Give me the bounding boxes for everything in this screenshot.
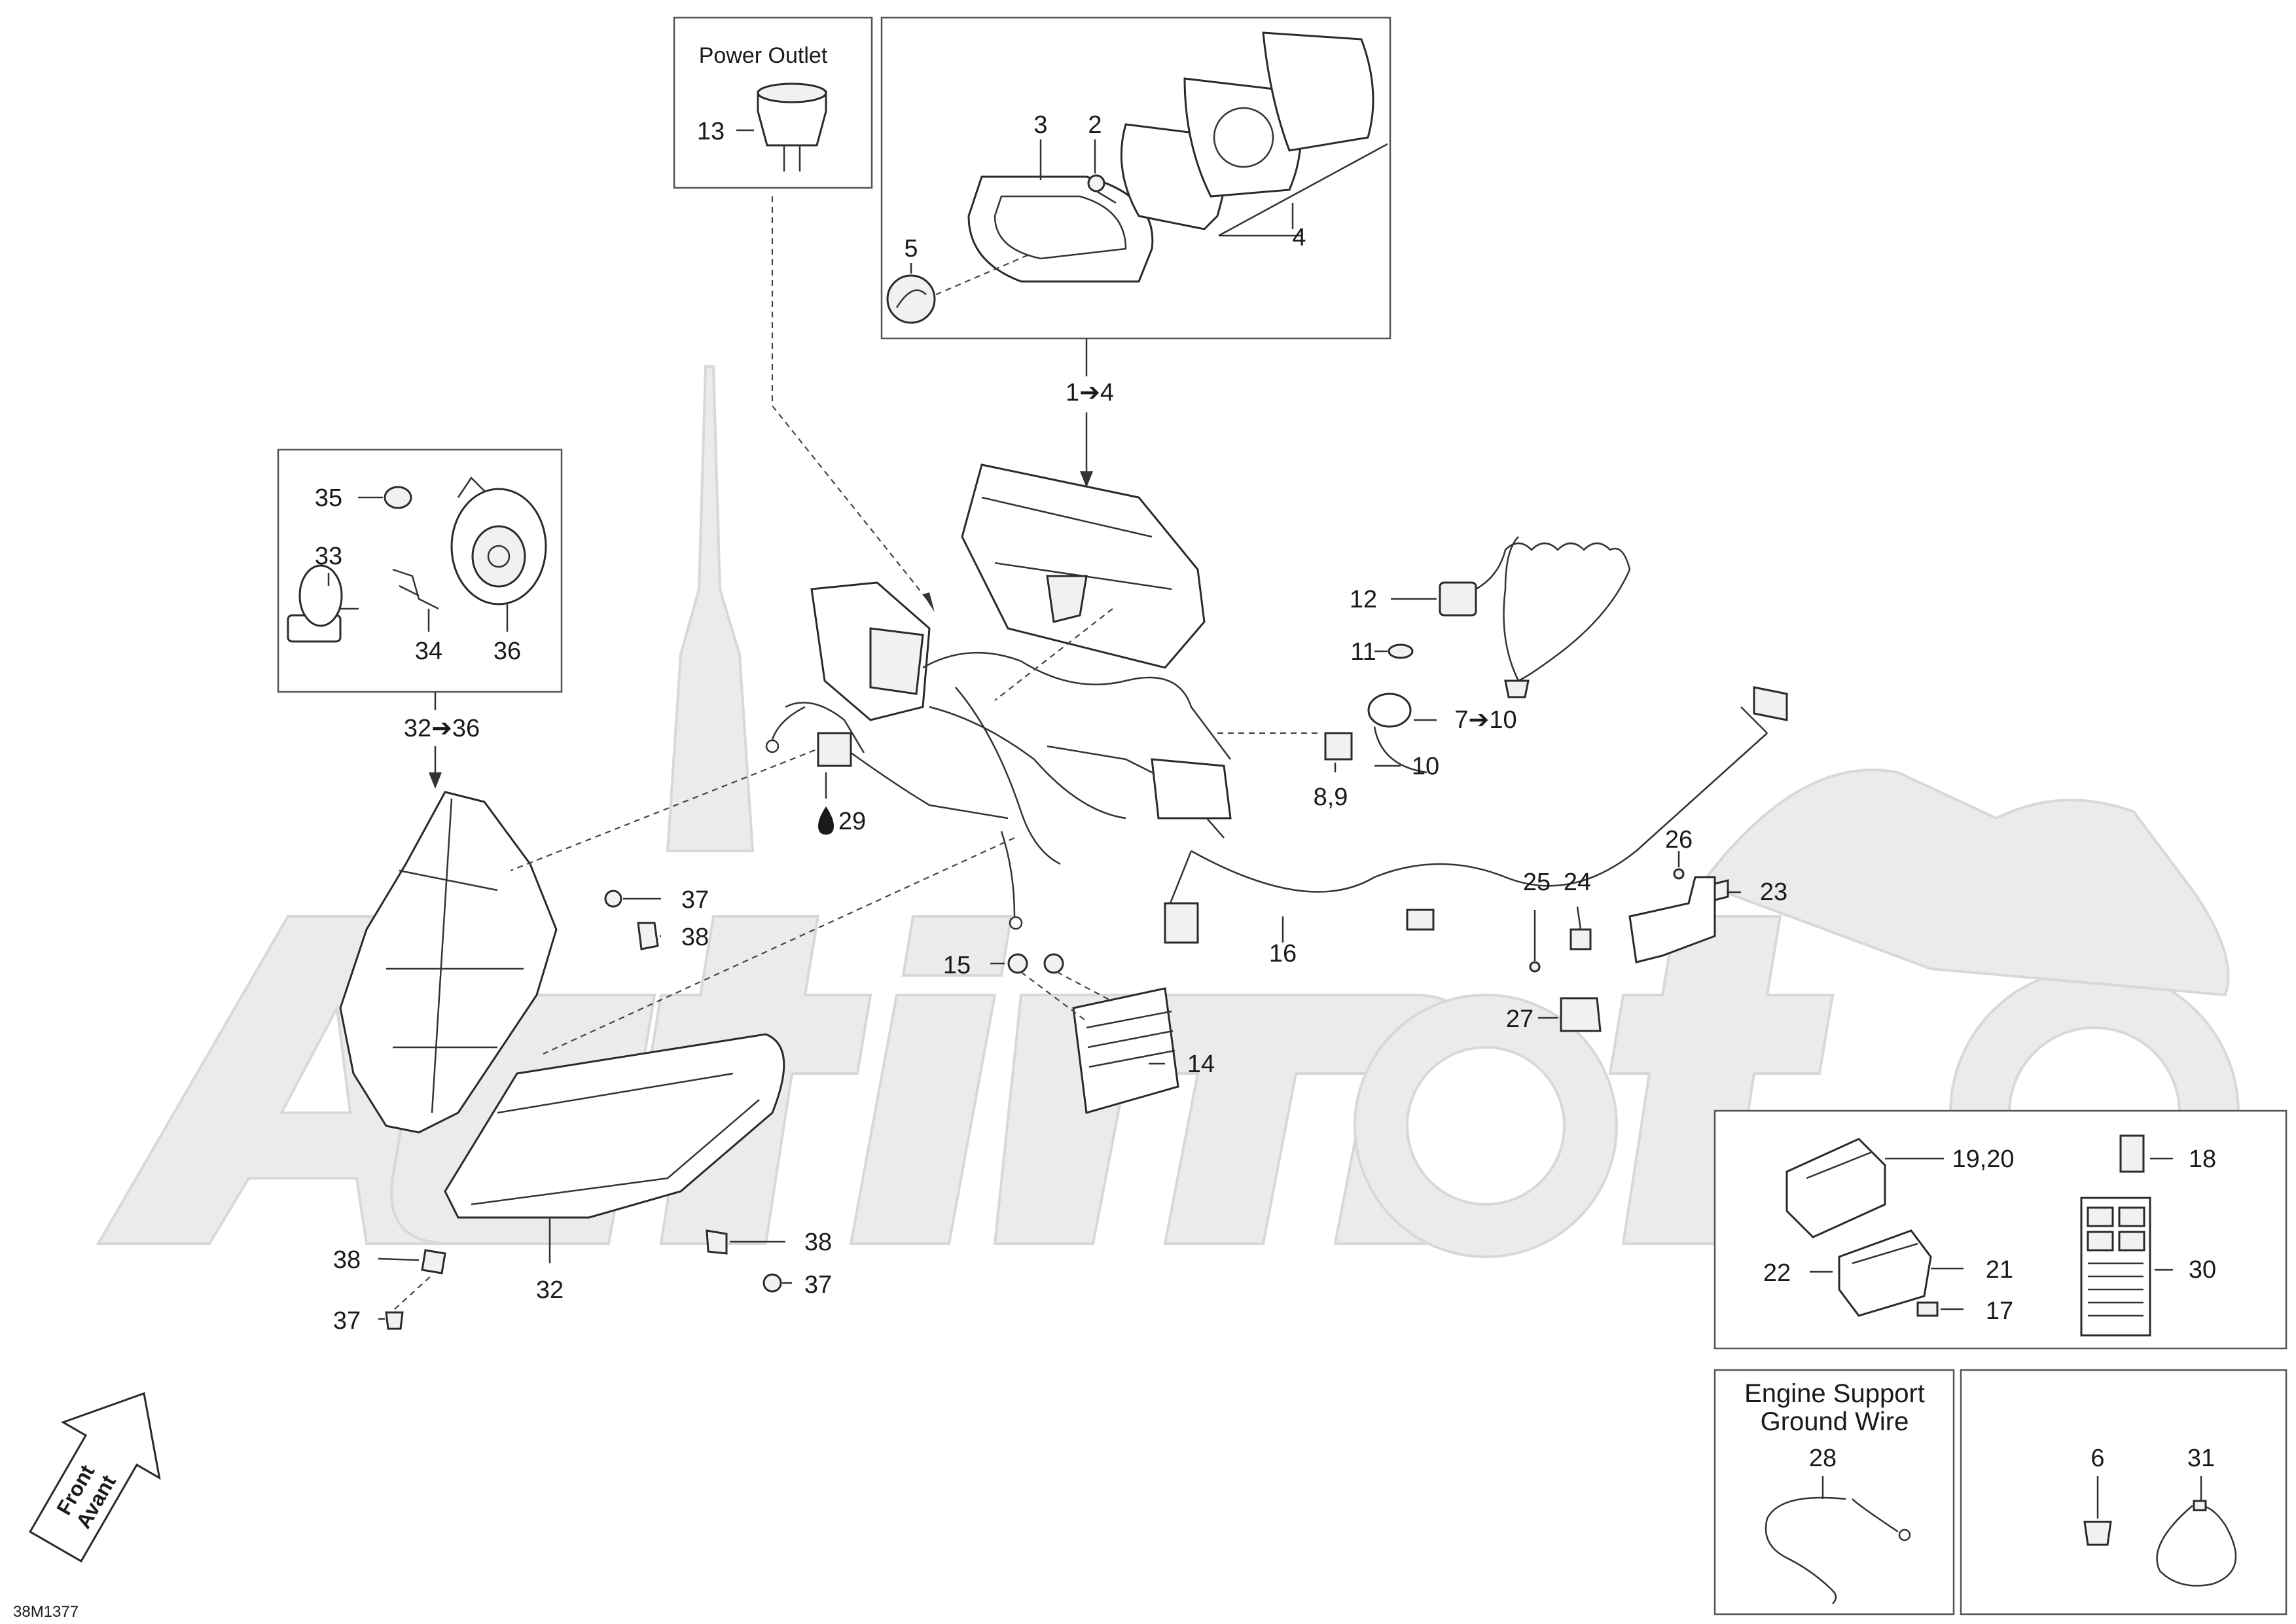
bulb-clip: [392, 568, 439, 610]
callout-18: 18: [2189, 1146, 2216, 1173]
callout-25: 25: [1523, 869, 1551, 896]
callout-36: 36: [493, 638, 521, 665]
ground-wire-box: [1713, 1369, 1955, 1615]
callout-29: 29: [838, 808, 866, 835]
tether-cord: [1439, 536, 1631, 698]
callout-34: 34: [415, 638, 442, 665]
power-outlet-title: Power Outlet: [699, 43, 828, 68]
callout-32: 32: [536, 1276, 564, 1304]
brand-emblem: [886, 274, 936, 324]
callout-30: 30: [2189, 1256, 2216, 1284]
callout-1-to-4: 1➔4: [1066, 379, 1114, 406]
key-washer: [1388, 643, 1414, 659]
relay: [1560, 997, 1602, 1032]
callout-28: 28: [1809, 1445, 1837, 1472]
fuse-box-cover: [1785, 1138, 1886, 1238]
ground-wire-title-line1: Engine Support: [1744, 1379, 1925, 1408]
fuse-label-decal: [2080, 1197, 2151, 1337]
headlight-bulb: [287, 564, 359, 643]
oil-drop-icon: [818, 806, 834, 835]
callout-32-to-36: 32➔36: [404, 715, 480, 742]
cluster-gauge-body: [1120, 31, 1374, 230]
screw-part-c: [762, 1273, 782, 1293]
callout-3: 3: [1033, 111, 1047, 139]
push-rivet: [2083, 1521, 2112, 1546]
grommet-part-a: [604, 890, 622, 908]
speed-nut-part-c: [706, 1229, 728, 1255]
callout-26: 26: [1665, 826, 1693, 854]
callout-13: 13: [697, 118, 725, 145]
callout-5: 5: [904, 235, 918, 262]
ground-wire: [1765, 1496, 1911, 1604]
instrument-cluster-assembly: [961, 463, 1206, 669]
callout-12: 12: [1350, 586, 1377, 613]
callout-7-to-10: 7➔10: [1454, 706, 1516, 734]
callout-8-9: 8,9: [1314, 784, 1348, 811]
relay-bracket: [1628, 876, 1729, 964]
screw-part-b: [385, 1311, 404, 1330]
bracket-bolt: [1529, 961, 1541, 973]
callout-14: 14: [1187, 1051, 1215, 1078]
callout-19-20: 19,20: [1952, 1146, 2014, 1173]
fuse: [1916, 1301, 1939, 1317]
callout-38-upper: 38: [681, 924, 709, 951]
callout-35: 35: [315, 484, 342, 512]
callout-22: 22: [1763, 1259, 1791, 1287]
callout-24: 24: [1564, 869, 1591, 896]
callout-37-right: 37: [804, 1271, 832, 1299]
bracket-clip: [1570, 928, 1592, 950]
bracket-screw: [1673, 868, 1685, 880]
callout-31: 31: [2187, 1445, 2215, 1472]
callout-6: 6: [2090, 1445, 2104, 1472]
callout-16: 16: [1269, 940, 1297, 967]
callout-37-upper: 37: [681, 886, 709, 914]
wiring-harness: [765, 581, 1788, 944]
callout-33: 33: [315, 543, 342, 570]
callout-11: 11: [1350, 638, 1376, 666]
cable-tie: [2156, 1500, 2237, 1587]
headlight-lens: [444, 1033, 785, 1219]
switch-connector: [1324, 732, 1353, 761]
callout-21: 21: [1986, 1256, 2013, 1284]
key-switch: [1367, 693, 1427, 774]
callout-10: 10: [1412, 753, 1439, 780]
headlight-reflector: [450, 477, 547, 605]
callout-38-left: 38: [333, 1246, 361, 1274]
callout-2: 2: [1088, 111, 1102, 139]
callout-4: 4: [1292, 224, 1306, 251]
callout-27: 27: [1506, 1005, 1534, 1033]
cluster-bezel: [967, 175, 1154, 283]
front-arrow-icon: Front Avant: [28, 1392, 161, 1563]
regulator-nuts: [1007, 953, 1064, 974]
fuse-puller: [2119, 1134, 2145, 1173]
voltage-regulator: [1072, 987, 1179, 1114]
drawing-code: 38M1377: [13, 1603, 79, 1621]
callout-15: 15: [943, 952, 971, 979]
callout-17: 17: [1986, 1297, 2013, 1325]
misc-parts-box: [1960, 1369, 2287, 1615]
bulb-cap: [384, 486, 412, 509]
callout-38-right: 38: [804, 1229, 832, 1256]
ground-wire-title-line2: Ground Wire: [1761, 1407, 1909, 1436]
callout-23: 23: [1760, 878, 1787, 906]
callout-37-left: 37: [333, 1307, 361, 1335]
power-outlet-part: [757, 82, 827, 171]
headlight-housing: [339, 791, 558, 1134]
speed-nut-part-b: [421, 1249, 446, 1274]
gauge-screw: [1087, 174, 1117, 204]
fuse-box-base: [1838, 1229, 1932, 1317]
speed-nut-part-a: [637, 922, 659, 950]
